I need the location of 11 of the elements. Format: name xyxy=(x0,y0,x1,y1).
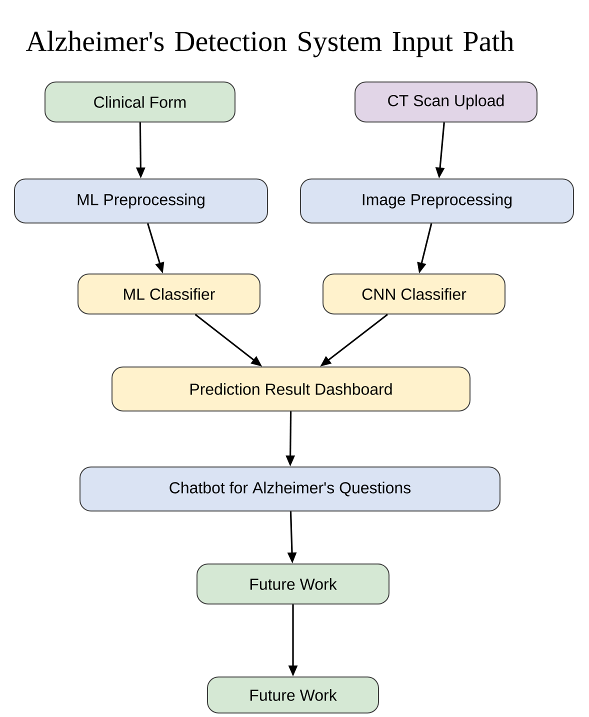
classifier-box: ML Classifier xyxy=(78,274,260,314)
input-box: CT Scan Upload xyxy=(354,82,538,122)
title: Alzheimer's Detection System Input Path xyxy=(26,30,514,58)
process-box: Chatbot for Alzheimer's Questions xyxy=(80,466,500,512)
process-box: Future Work xyxy=(207,676,379,714)
process-box: Image Preprocessing xyxy=(300,178,574,224)
classifier-box: CNN Classifier xyxy=(322,274,506,314)
process-box: Prediction Result Dashboard xyxy=(112,366,470,412)
process-box: ML Preprocessing xyxy=(14,178,268,224)
input-box: Clinical Form xyxy=(44,82,236,122)
process-box: Future Work xyxy=(196,564,390,604)
